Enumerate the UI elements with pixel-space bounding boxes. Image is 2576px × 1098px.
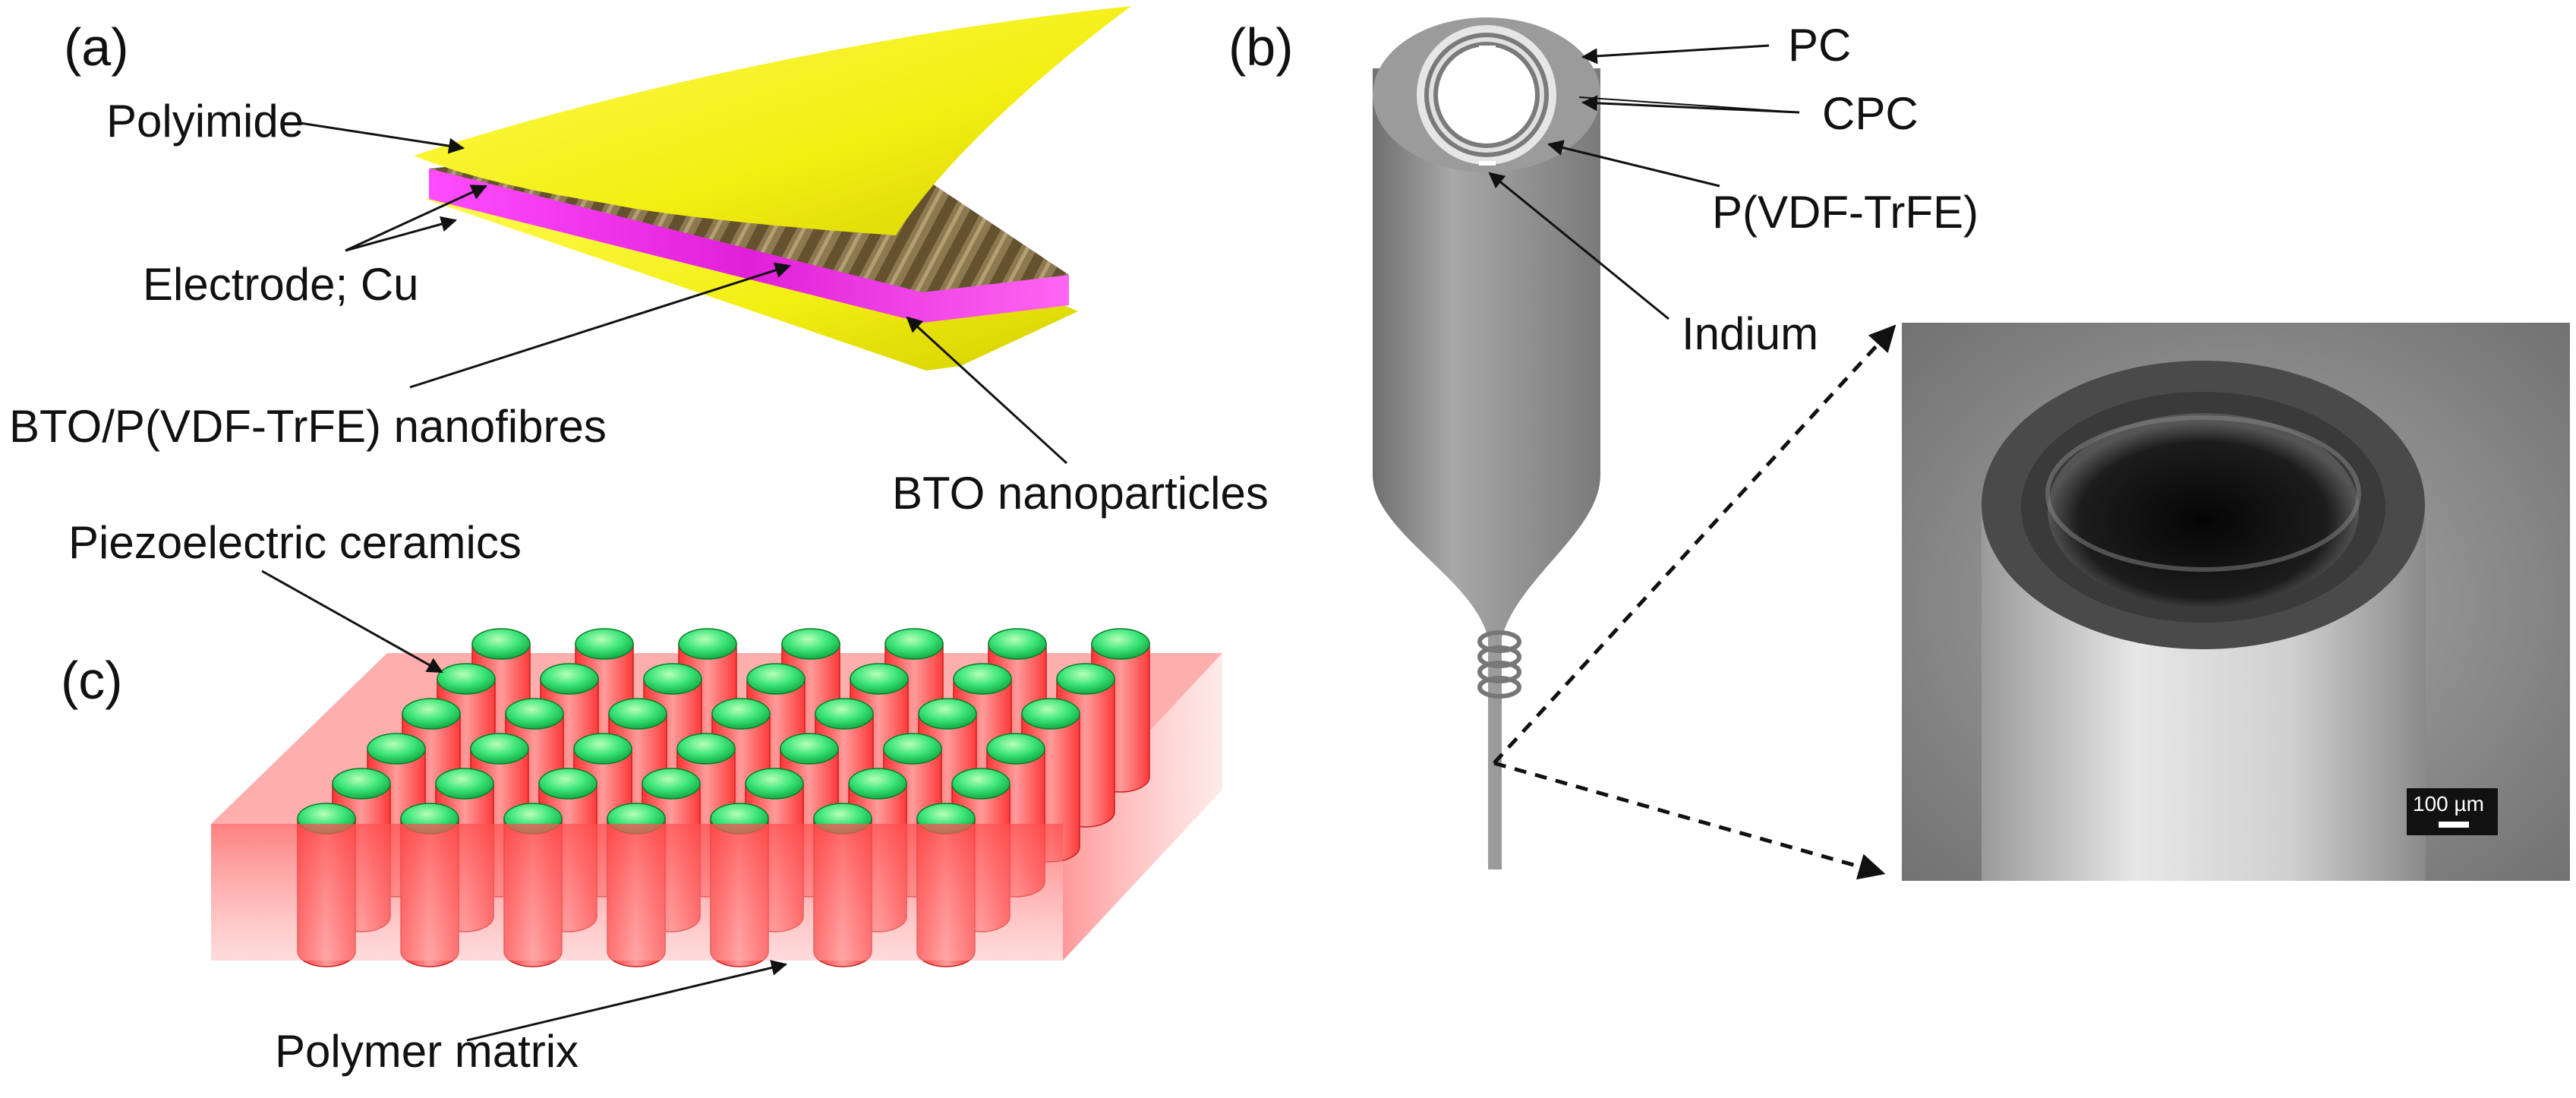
cpc-label: CPC: [1822, 88, 1919, 139]
indium-contact-top: [1479, 46, 1496, 50]
panel-b: (b) PC CPC P(VDF-TrFE) Indium: [1228, 17, 2570, 881]
pillar-top: [781, 628, 840, 660]
pc-label: PC: [1788, 20, 1851, 71]
fiber-coil: [1477, 630, 1521, 699]
pillar-top: [437, 663, 496, 695]
panel-c: (c) Piezoelectric ceramics Polymer matri…: [61, 517, 1222, 1077]
indium-contact-bottom: [1479, 161, 1496, 166]
pillar-top: [746, 663, 806, 695]
zoom-arrow-lower: [1493, 761, 1886, 880]
panel-b-label: (b): [1228, 17, 1294, 77]
sem-image: 100 µm: [1902, 323, 2570, 881]
matrix-label: Polymer matrix: [275, 1026, 579, 1077]
pillar-top: [643, 663, 702, 695]
pillar-top: [435, 768, 494, 800]
pillar-top: [918, 698, 977, 730]
sem-tube-hole: [2048, 413, 2359, 607]
pillar-top: [883, 733, 942, 765]
indium-arrow: [1488, 172, 1670, 320]
pillar-top: [986, 733, 1045, 765]
pillar-top: [1021, 698, 1080, 730]
pillar-top: [402, 698, 461, 730]
pillar-top: [815, 698, 874, 730]
pvdf-arrow: [1547, 140, 1720, 188]
pillar-top: [470, 733, 529, 765]
pillar-top: [505, 698, 564, 730]
matrix-arrow: [466, 960, 788, 1042]
pillar-top: [575, 628, 634, 660]
electrode-label: Electrode; Cu: [143, 259, 419, 310]
pillar-top: [951, 768, 1011, 800]
pillar-top: [608, 698, 667, 730]
scale-bar-line: [2439, 822, 2469, 828]
preform-core: [1438, 46, 1535, 144]
pc-arrow: [1581, 44, 1770, 65]
polymer-matrix-side: [1063, 653, 1222, 961]
pillar-top: [471, 628, 531, 660]
polyimide-label: Polyimide: [106, 96, 304, 147]
nanofibres-arrow: [409, 262, 792, 389]
pillar-top: [676, 733, 736, 765]
pillar-top: [1056, 663, 1115, 695]
pillar-top: [332, 768, 391, 800]
pillar-top: [573, 733, 632, 765]
nanoparticles-label: BTO nanoparticles: [892, 468, 1269, 519]
pillar-top: [642, 768, 701, 800]
pillar-top: [884, 628, 944, 660]
fiber-preform-body: [1373, 68, 1600, 869]
polyimide-arrow: [299, 121, 465, 154]
pillar-top: [988, 628, 1047, 660]
pillar-top: [540, 663, 599, 695]
top-polyimide-sheet: [414, 6, 1131, 235]
scale-bar-label: 100 µm: [2413, 792, 2484, 816]
cpc-arrow-1: [1581, 95, 1800, 114]
panel-a: (a) Polyimide Electrode; Cu BTO/P(VDF-Tr…: [9, 6, 1269, 519]
electrode-arrow-lower: [345, 216, 458, 252]
panel-c-label: (c): [61, 651, 123, 710]
pillar-top: [678, 628, 737, 660]
pillar-top: [367, 733, 426, 765]
cpc-arrow-2: [1578, 96, 1800, 113]
pillar-top: [745, 768, 804, 800]
nanoparticles-arrow: [906, 316, 1068, 465]
pillar-top: [850, 663, 909, 695]
panel-a-label: (a): [64, 17, 129, 77]
pvdf-label: P(VDF-TrFE): [1712, 187, 1979, 238]
pillar-top: [953, 663, 1012, 695]
zoom-arrow-upper: [1493, 324, 1897, 765]
indium-label: Indium: [1682, 308, 1818, 359]
ceramics-arrow: [261, 570, 443, 674]
pillar-top: [538, 768, 597, 800]
nanofibres-label: BTO/P(VDF-TrFE) nanofibres: [9, 401, 607, 452]
ceramics-label: Piezoelectric ceramics: [68, 517, 522, 568]
pillar-top: [711, 698, 771, 730]
electrode-arrow-upper: [345, 185, 487, 252]
pillar-top: [1091, 628, 1150, 660]
polymer-matrix-front: [211, 824, 1063, 961]
pillar-top: [780, 733, 839, 765]
pillar-top: [848, 768, 907, 800]
